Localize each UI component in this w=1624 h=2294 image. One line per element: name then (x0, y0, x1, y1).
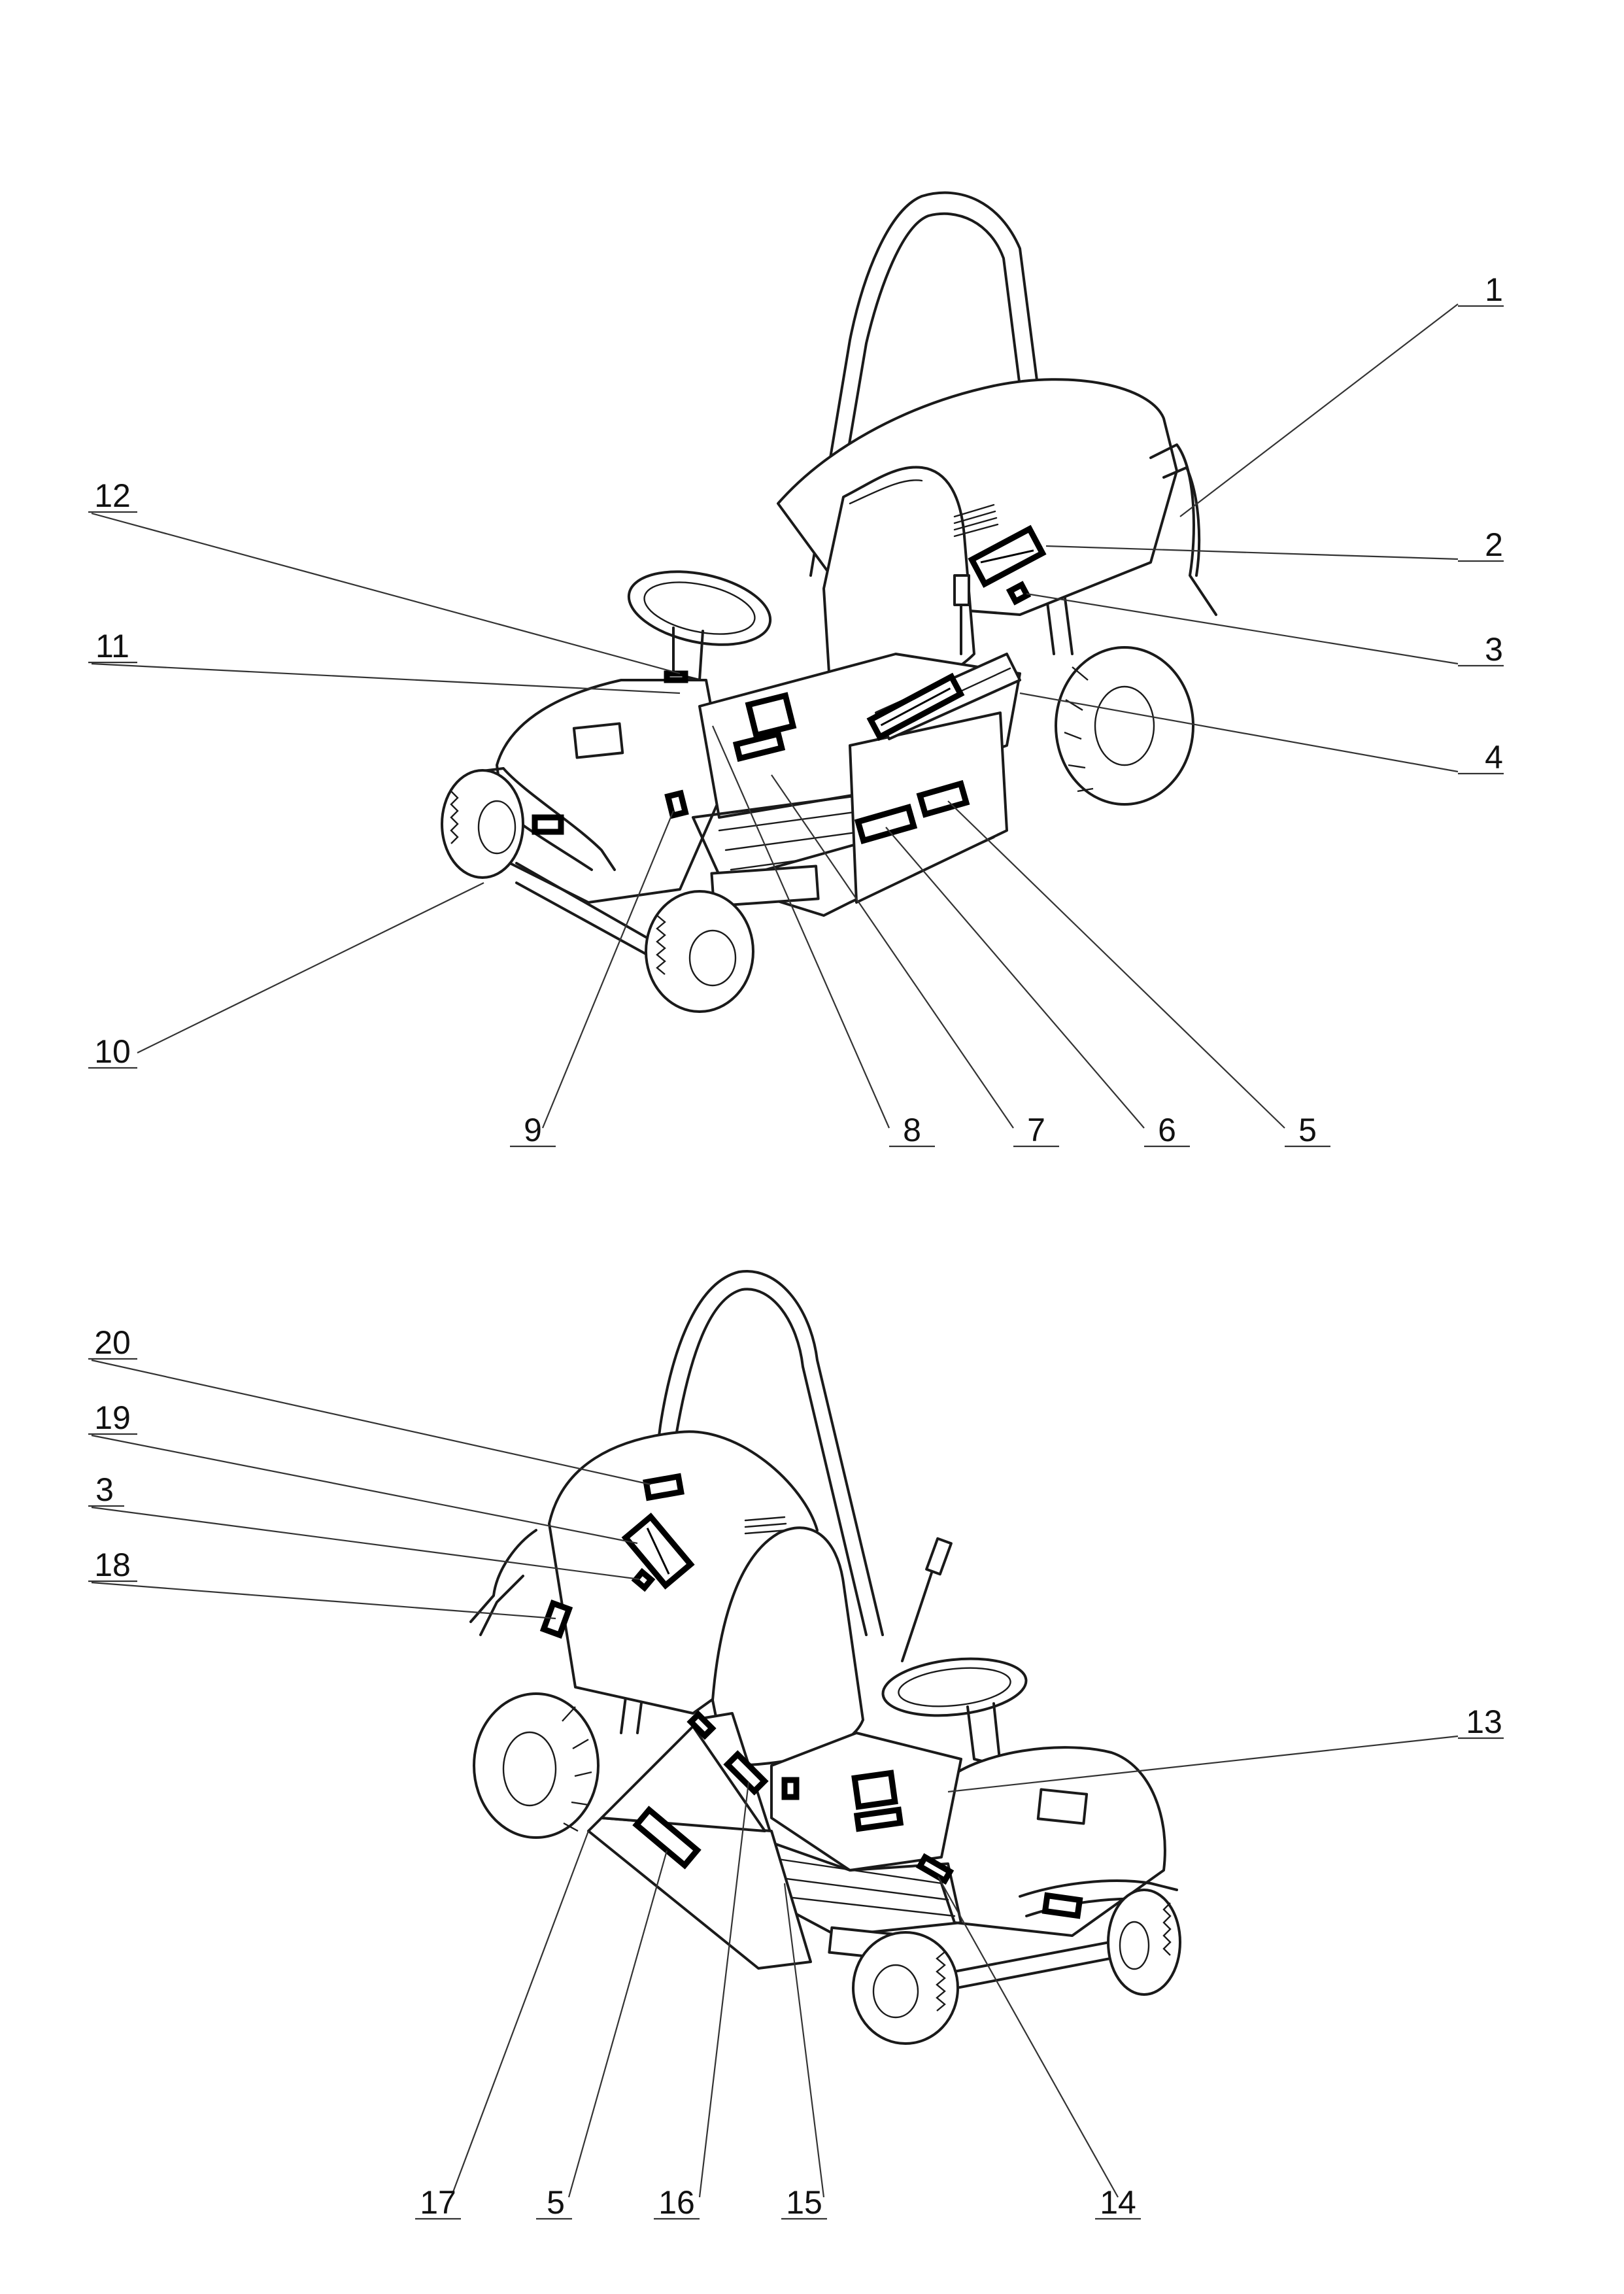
decal-bottom-13a (851, 1770, 898, 1810)
callout-12: 12 (88, 477, 137, 514)
decal-top-5 (916, 779, 970, 818)
callout-3b: 3 (88, 1471, 124, 1508)
callout-1: 1 (1458, 271, 1504, 308)
decal-top-8a (745, 692, 797, 739)
callout-5: 5 (1285, 1112, 1330, 1148)
callout-3: 3 (1458, 631, 1504, 668)
svg-text:8: 8 (903, 1112, 921, 1148)
svg-text:1: 1 (1485, 271, 1503, 308)
top-view-decals (532, 524, 1047, 845)
bottom-view-rear-wheel (473, 1692, 600, 1839)
callout-19: 19 (88, 1399, 137, 1436)
callout-17: 17 (415, 2184, 461, 2221)
decal-top-10 (532, 814, 564, 835)
top-view-leader-lines (91, 303, 1459, 1129)
decal-bottom-lever (781, 1777, 800, 1800)
callout-15: 15 (781, 2184, 827, 2221)
decal-bottom-front (1041, 1892, 1083, 1919)
callout-18: 18 (88, 1547, 137, 1583)
svg-text:16: 16 (658, 2184, 695, 2221)
callout-4: 4 (1458, 739, 1504, 776)
svg-text:20: 20 (94, 1324, 131, 1361)
svg-text:15: 15 (786, 2184, 822, 2221)
svg-text:13: 13 (1466, 1703, 1502, 1740)
svg-text:14: 14 (1100, 2184, 1136, 2221)
decal-bottom-16 (723, 1750, 769, 1796)
callout-8: 8 (889, 1112, 935, 1148)
decal-top-4 (866, 672, 965, 742)
svg-text:10: 10 (94, 1033, 131, 1070)
callout-7: 7 (1013, 1112, 1059, 1148)
decal-bottom-16b (686, 1710, 717, 1740)
bottom-view-mower-drawing (469, 1269, 1178, 1999)
callout-13: 13 (1458, 1703, 1504, 1740)
svg-text:5: 5 (547, 2184, 565, 2221)
svg-text:3: 3 (1485, 631, 1503, 668)
top-view-front-right-wheel (645, 890, 754, 1013)
bottom-view-leader-lines (91, 1359, 1459, 2198)
decal-bottom-18 (539, 1600, 573, 1639)
bottom-view-decals (539, 1473, 1083, 1919)
svg-text:7: 7 (1027, 1112, 1045, 1148)
decal-bottom-5 (632, 1806, 702, 1870)
svg-text:4: 4 (1485, 739, 1503, 776)
decal-top-8b (732, 730, 786, 762)
bottom-view-callouts: 13 14 15 16 5 17 18 3 (88, 1324, 1504, 2221)
svg-text:6: 6 (1158, 1112, 1176, 1148)
callout-11: 11 (88, 628, 137, 664)
svg-text:19: 19 (94, 1399, 131, 1436)
decal-bottom-13b (853, 1806, 904, 1832)
decal-top-2 (968, 524, 1047, 588)
callout-9: 9 (510, 1112, 556, 1148)
decal-top-9 (664, 789, 689, 819)
svg-text:18: 18 (94, 1547, 131, 1583)
svg-text:12: 12 (94, 477, 131, 514)
svg-text:2: 2 (1485, 526, 1503, 563)
top-view-rear-wheel (1055, 646, 1194, 806)
svg-text:11: 11 (95, 628, 129, 664)
decal-bottom-19 (621, 1513, 695, 1590)
decal-bottom-20 (643, 1473, 685, 1501)
top-view-mower-drawing (476, 191, 1217, 956)
decal-top-12 (664, 670, 688, 683)
callout-20: 20 (88, 1324, 137, 1361)
svg-text:17: 17 (420, 2184, 456, 2221)
bottom-view-front-left-wheel (852, 1931, 959, 2045)
svg-text:3: 3 (95, 1471, 114, 1508)
decal-bottom-3 (631, 1567, 656, 1592)
svg-text:5: 5 (1298, 1112, 1317, 1148)
callout-16: 16 (654, 2184, 700, 2221)
svg-text:9: 9 (524, 1112, 542, 1148)
callout-14: 14 (1095, 2184, 1141, 2221)
top-view-callouts: 1 2 3 4 5 6 7 8 (88, 271, 1504, 1148)
callout-10: 10 (88, 1033, 137, 1070)
decal-top-6 (854, 803, 918, 845)
callout-6: 6 (1144, 1112, 1190, 1148)
top-view-front-left-wheel (441, 769, 524, 879)
bottom-view-front-right-wheel (1107, 1889, 1181, 1996)
callout-5b: 5 (536, 2184, 572, 2221)
decal-top-3 (1006, 581, 1032, 606)
decal-bottom-14 (915, 1853, 955, 1885)
callout-2: 2 (1458, 526, 1504, 563)
